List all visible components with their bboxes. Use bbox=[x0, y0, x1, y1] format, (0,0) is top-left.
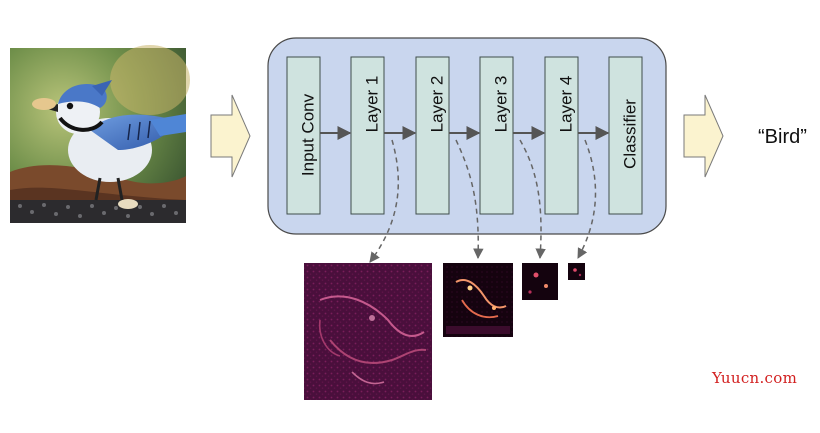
dashed-arrow-icon bbox=[455, 139, 484, 260]
dashed-arrow-icon bbox=[577, 139, 597, 259]
feature-map-layer-3 bbox=[522, 263, 558, 300]
layer-box-classifier: Classifier bbox=[608, 56, 643, 215]
output-label: “Bird” bbox=[758, 126, 807, 148]
input-bird-image bbox=[10, 45, 190, 223]
dashed-arrow-icon bbox=[369, 139, 400, 263]
layer-label: Layer 1 bbox=[362, 76, 381, 133]
layer-label: Layer 4 bbox=[556, 76, 575, 133]
input-arrow-icon bbox=[210, 94, 251, 178]
output-arrow-icon bbox=[683, 94, 724, 178]
layer-label: Classifier bbox=[620, 99, 639, 169]
network-container bbox=[267, 37, 667, 235]
feature-map-layer-2 bbox=[443, 263, 513, 337]
watermark-text: Yuucn.com bbox=[712, 369, 798, 387]
layer-box-layer-2: Layer 2 bbox=[415, 56, 450, 215]
layer-label: Layer 3 bbox=[491, 76, 510, 133]
layer-label: Input Conv bbox=[298, 93, 317, 176]
layer-box-layer-4: Layer 4 bbox=[544, 56, 579, 215]
feature-map-pointers bbox=[369, 139, 597, 263]
layer-label: Layer 2 bbox=[427, 76, 446, 133]
feature-map-layer-4 bbox=[568, 263, 585, 280]
layer-box-input-conv: Input Conv bbox=[286, 56, 321, 215]
dashed-arrow-icon bbox=[519, 139, 546, 260]
layer-box-layer-1: Layer 1 bbox=[350, 56, 385, 215]
feature-map-layer-1 bbox=[304, 263, 432, 400]
layer-box-layer-3: Layer 3 bbox=[479, 56, 514, 215]
